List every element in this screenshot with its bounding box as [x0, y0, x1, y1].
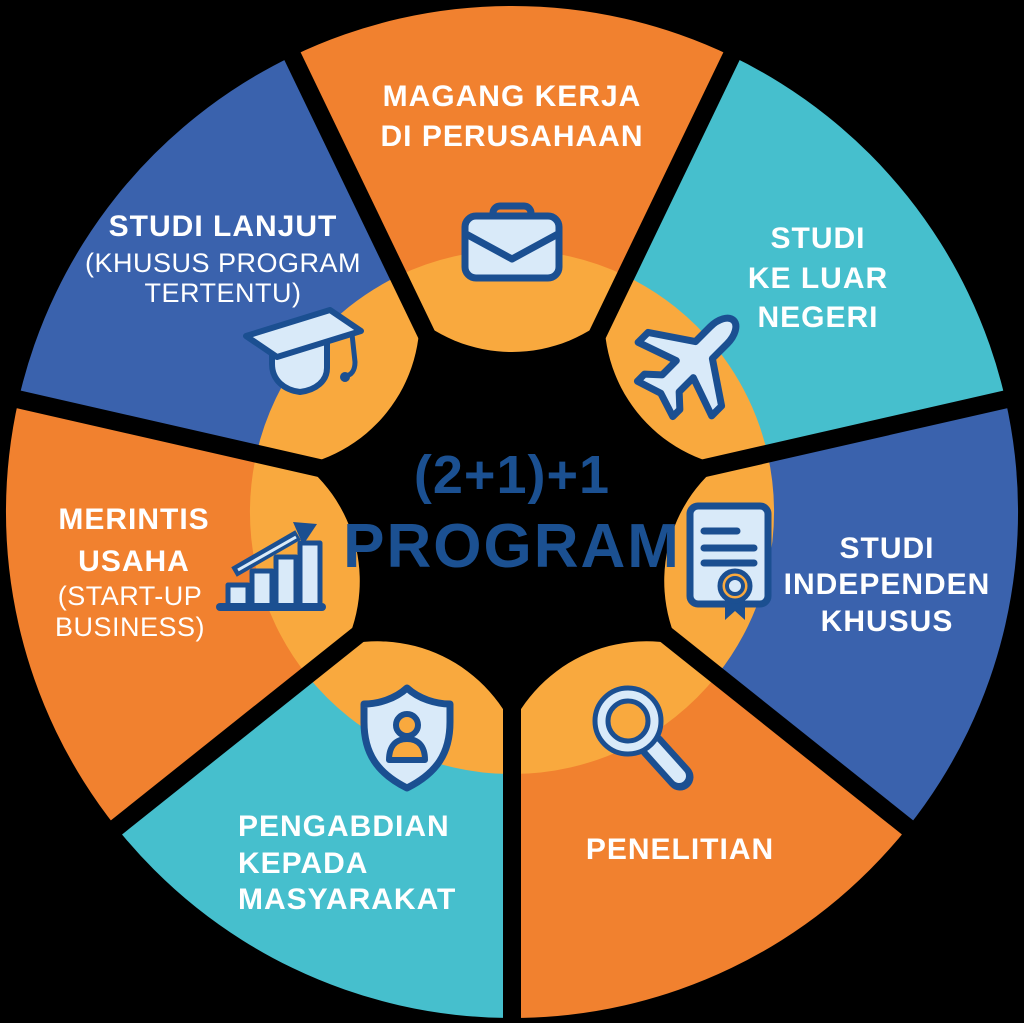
segment-divider: [90, 504, 518, 851]
label-pengabdian-line3: MASYARAKAT: [238, 883, 456, 916]
label-independen-line3: KHUSUS: [821, 605, 954, 638]
label-merintis-sub1: (START-UP: [58, 581, 203, 611]
segment-magang-kerja: [292, 5, 732, 352]
segment-penelitian: [496, 641, 908, 1019]
wedge-shape: [625, 56, 1006, 454]
growth-chart-icon: [216, 522, 326, 611]
segment-divider: [509, 384, 1024, 521]
wedge-shape: [716, 399, 1019, 828]
wedge-shape: [292, 5, 732, 276]
segment-dividers: [0, 28, 1024, 1023]
label-pengabdian-line2: KEPADA: [238, 847, 368, 880]
wedge-shape: [5, 399, 308, 828]
label-studilanjut-sub1: (KHUSUS PROGRAM: [85, 248, 361, 278]
wedge-shape: [18, 56, 399, 454]
segment-divider: [503, 28, 751, 516]
label-studilanjut-sub2: TERTENTU): [145, 278, 302, 308]
segment-divider: [506, 504, 934, 851]
segment-studi-lanjut: [18, 56, 420, 469]
airplane-icon: [633, 314, 740, 421]
segment-merintis-usaha: [5, 399, 360, 828]
label-keluar-line1: STUDI: [771, 222, 866, 255]
center-title-program: PROGRAM: [343, 512, 681, 581]
label-keluar-line2: KE LUAR: [748, 262, 888, 295]
wedge-shape: [511, 675, 908, 1019]
label-pengabdian-line1: PENGABDIAN: [238, 810, 450, 843]
label-merintis-line2: USAHA: [78, 545, 190, 578]
label-magang-line1: MAGANG KERJA: [383, 80, 642, 113]
segment-divider: [0, 384, 515, 521]
label-merintis-sub2: BUSINESS): [55, 612, 205, 642]
label-studilanjut-line1: STUDI LANJUT: [109, 210, 338, 243]
shield-user-icon: [360, 684, 454, 792]
label-independen-line1: STUDI: [840, 532, 935, 565]
briefcase-icon: [461, 202, 563, 282]
label-magang-line2: DI PERUSAHAAN: [380, 120, 643, 153]
label-keluar-line3: NEGERI: [757, 301, 878, 334]
center-title-formula: (2+1)+1: [414, 445, 610, 505]
magnifier-icon: [592, 685, 694, 791]
label-merintis-line1: MERINTIS: [58, 503, 209, 536]
graduation-cap-icon: [243, 307, 364, 395]
label-independen-line2: INDEPENDEN: [784, 568, 991, 601]
certificate-icon: [686, 502, 772, 620]
segment-divider: [273, 28, 521, 516]
label-penelitian: PENELITIAN: [586, 833, 774, 866]
